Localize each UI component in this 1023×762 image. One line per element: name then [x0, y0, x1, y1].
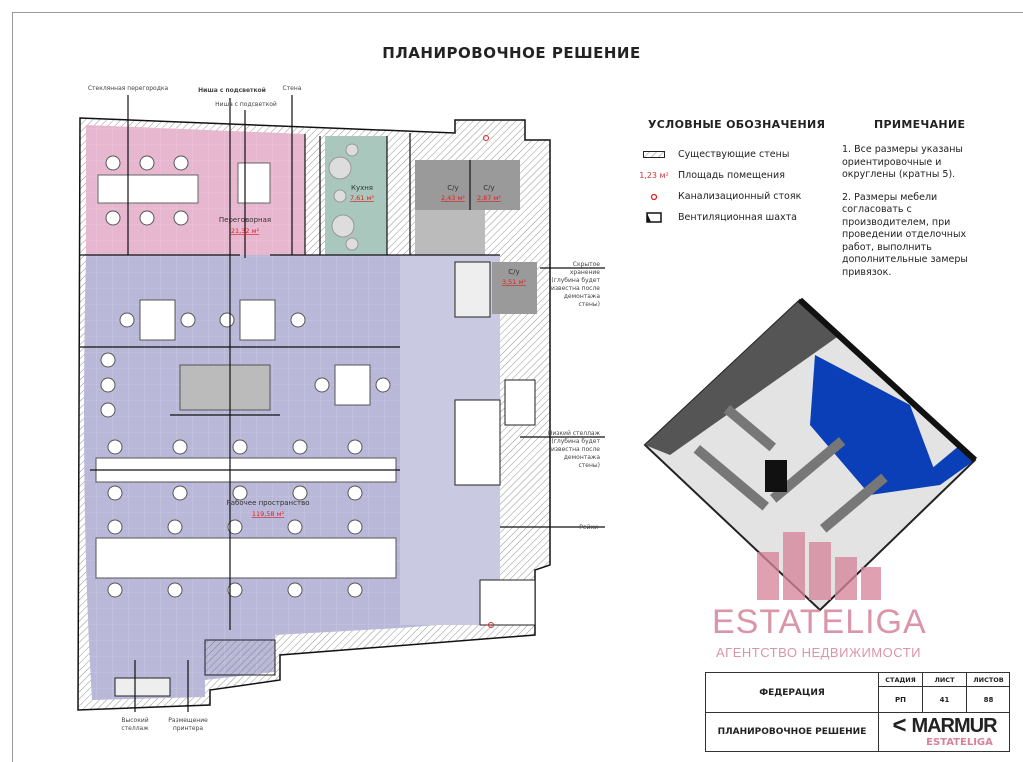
- svg-text:7,61 м²: 7,61 м²: [350, 194, 374, 202]
- ventilation-shaft-icon: [630, 212, 678, 223]
- sheet-value: 41: [923, 687, 967, 713]
- legend: Существующие стены 1,23 м² Площадь помеще…: [630, 144, 801, 228]
- svg-text:стены): стены): [579, 301, 601, 308]
- logo-text: MARMUR: [911, 715, 997, 737]
- notes-heading: ПРИМЕЧАНИЕ: [874, 118, 966, 131]
- svg-text:стены): стены): [579, 462, 601, 469]
- svg-text:демонтажа: демонтажа: [564, 454, 601, 461]
- legend-label: Вентиляционная шахта: [678, 212, 797, 223]
- sheet-header: ЛИСТ: [923, 673, 967, 687]
- svg-text:известна после: известна после: [551, 285, 600, 292]
- svg-text:119,58 м²: 119,58 м²: [252, 510, 285, 518]
- svg-text:принтера: принтера: [173, 725, 204, 732]
- sheets-value: 88: [967, 687, 1010, 713]
- callout-wall: Стена: [283, 85, 302, 92]
- callout-slats: Рейки: [579, 524, 598, 531]
- legend-label: Площадь помещения: [678, 170, 785, 181]
- svg-text:стеллаж: стеллаж: [121, 725, 149, 732]
- svg-text:(глубина будет: (глубина будет: [551, 438, 600, 445]
- svg-text:С/у: С/у: [508, 268, 519, 276]
- svg-text:2,43 м²: 2,43 м²: [441, 194, 465, 202]
- svg-text:(глубина будет: (глубина будет: [551, 277, 600, 284]
- sheet-frame: [12, 12, 1023, 762]
- svg-text:Размещение: Размещение: [168, 717, 208, 724]
- svg-text:Низкий стеллаж: Низкий стеллаж: [548, 430, 601, 437]
- room-bathroom-1: С/у 2,43 м²: [441, 184, 465, 202]
- watermark-tagline: АГЕНТСТВО НЕДВИЖИМОСТИ: [716, 645, 921, 660]
- note-2: 2. Размеры мебели согласовать с производ…: [842, 191, 968, 278]
- room-bathroom-3: С/у 3,51 м²: [502, 268, 526, 286]
- logo-watermark: ESTATELIGA: [926, 737, 993, 748]
- watermark-logo: [757, 532, 882, 600]
- svg-text:Рабочее пространство: Рабочее пространство: [227, 499, 310, 507]
- bathroom-1: [415, 160, 470, 210]
- room-bathroom-2: С/у 2,87 м²: [477, 184, 501, 202]
- svg-text:известна после: известна после: [551, 446, 600, 453]
- svg-text:Переговорная: Переговорная: [219, 216, 271, 224]
- callout-glass-partition: Стеклянная перегородка: [88, 85, 169, 92]
- note-1: 1. Все размеры указаны ориентировочные и…: [842, 144, 963, 180]
- svg-text:21,32 м²: 21,32 м²: [231, 227, 260, 235]
- floor-plan: Стеклянная перегородка Ниша с подсветкой…: [77, 85, 605, 732]
- bathroom-3: [492, 262, 537, 314]
- svg-text:Высокий: Высокий: [121, 717, 148, 724]
- chevron-logo-icon: <: [892, 712, 906, 739]
- svg-text:2,87 м²: 2,87 м²: [477, 194, 501, 202]
- project-name: ФЕДЕРАЦИЯ: [706, 673, 879, 713]
- sheet-title: ПЛАНИРОВОЧНОЕ РЕШЕНИЕ: [706, 713, 879, 751]
- stage-header: СТАДИЯ: [879, 673, 923, 687]
- svg-text:С/у: С/у: [483, 184, 494, 192]
- svg-text:Кухня: Кухня: [351, 184, 373, 192]
- marmur-logo: <MARMUR ESTATELIGA: [879, 713, 1010, 751]
- svg-text:3,51 м²: 3,51 м²: [502, 278, 526, 286]
- svg-text:С/у: С/у: [447, 184, 458, 192]
- callout-niche: Ниша с подсветкой: [198, 87, 266, 94]
- title-block: ФЕДЕРАЦИЯ СТАДИЯ ЛИСТ ЛИСТОВ РП 41 88 ПЛ…: [705, 672, 1010, 752]
- room-kitchen: Кухня 7,61 м²: [350, 184, 374, 202]
- hatched-wall-icon: [630, 151, 678, 158]
- watermark-brand: ESTATELIGA: [712, 603, 927, 641]
- legend-label: Канализационный стояк: [678, 191, 802, 202]
- isometric-render: [643, 297, 978, 612]
- room-workspace: Рабочее пространство 119,58 м²: [227, 499, 310, 518]
- bathroom-2: [470, 160, 520, 210]
- notes: 1. Все размеры указаны ориентировочные и…: [842, 144, 982, 289]
- sheets-header: ЛИСТОВ: [967, 673, 1010, 687]
- area-sample: 1,23 м²: [639, 171, 669, 180]
- callout-niche-2: Ниша с подсветкой: [215, 101, 277, 108]
- sewer-riser-icon: [630, 193, 678, 201]
- svg-text:Скрытое: Скрытое: [573, 261, 601, 268]
- legend-heading: УСЛОВНЫЕ ОБОЗНАЧЕНИЯ: [648, 118, 826, 131]
- svg-text:демонтажа: демонтажа: [564, 293, 601, 300]
- legend-label: Существующие стены: [678, 149, 790, 160]
- room-meeting: Переговорная 21,32 м²: [219, 216, 271, 235]
- page-title: ПЛАНИРОВОЧНОЕ РЕШЕНИЕ: [382, 44, 641, 62]
- stage-value: РП: [879, 687, 923, 713]
- svg-text:хранение: хранение: [570, 269, 600, 276]
